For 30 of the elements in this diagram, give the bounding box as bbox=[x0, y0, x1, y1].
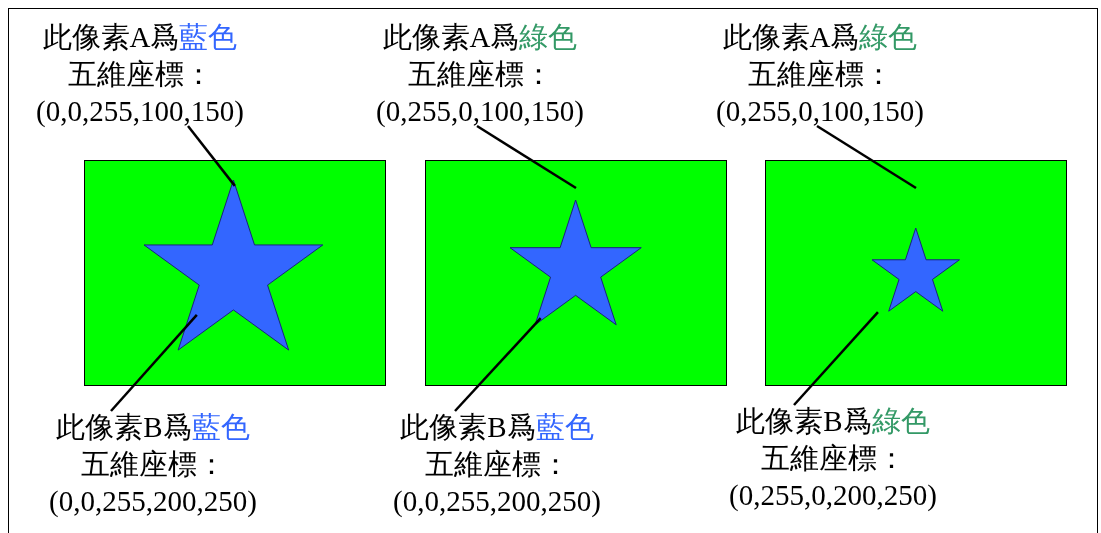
coordinate-heading: 五維座標： bbox=[67, 57, 213, 92]
coordinate-heading: 五維座標： bbox=[407, 57, 553, 92]
leader-line bbox=[110, 314, 198, 412]
coordinate-text: (0,255,0,100,150) bbox=[376, 94, 584, 129]
leader-line bbox=[793, 311, 879, 406]
coordinate-heading: 五維座標： bbox=[760, 441, 906, 476]
pixel-description: 此像素A爲綠色 bbox=[722, 20, 918, 55]
pixel-description: 此像素B爲綠色 bbox=[736, 404, 930, 439]
coordinate-heading: 五維座標： bbox=[747, 57, 893, 92]
leader-line bbox=[816, 124, 917, 190]
pixel-description: 此像素A爲藍色 bbox=[42, 20, 238, 55]
coordinate-text: (0,0,255,100,150) bbox=[36, 94, 244, 129]
coordinate-text: (0,0,255,200,250) bbox=[49, 484, 257, 519]
leader-line bbox=[187, 125, 236, 187]
coordinate-heading: 五維座標： bbox=[80, 447, 226, 482]
star-shape bbox=[871, 227, 961, 313]
image-area bbox=[765, 160, 1067, 386]
pixel-description: 此像素B爲藍色 bbox=[56, 410, 250, 445]
image-area bbox=[425, 160, 727, 386]
pixel-description: 此像素A爲綠色 bbox=[382, 20, 578, 55]
coordinate-heading: 五維座標： bbox=[424, 447, 570, 482]
coordinate-text: (0,0,255,200,250) bbox=[393, 484, 601, 519]
coordinate-text: (0,255,0,100,150) bbox=[716, 94, 924, 129]
image-area bbox=[84, 160, 386, 386]
star-shape bbox=[509, 199, 643, 326]
star-shape bbox=[142, 179, 324, 352]
leader-line bbox=[454, 317, 542, 412]
pixel-description: 此像素B爲藍色 bbox=[400, 410, 594, 445]
leader-line bbox=[476, 124, 577, 190]
coordinate-text: (0,255,0,200,250) bbox=[729, 478, 937, 513]
